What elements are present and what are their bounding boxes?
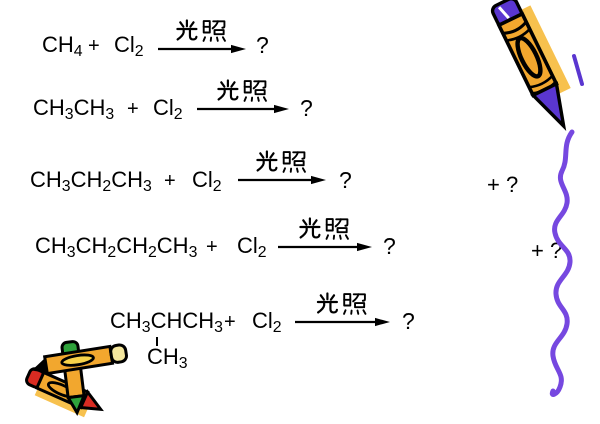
plus-sign: + — [164, 170, 176, 192]
crossed-crayons-icon — [25, 340, 128, 418]
equation-row-1: CH4 + Cl2 ? — [0, 19, 600, 77]
reaction-arrow-guangzhao — [278, 217, 372, 252]
branch-bond-line — [156, 337, 158, 346]
alkane-formula: CH3CH3 — [33, 95, 115, 123]
pointed-crayon-icon — [31, 343, 128, 376]
chlorine-formula: Cl2 — [114, 32, 144, 60]
reaction-arrow-guangzhao — [238, 150, 326, 185]
chlorine-formula: Cl2 — [153, 95, 183, 123]
alkane-formula: CH4 — [42, 32, 83, 60]
alkane-formula: CH3CH2CH2CH3 — [35, 233, 198, 261]
equation-row-4: CH3CH2CH2CH3 + Cl2 ? + ? — [0, 217, 600, 278]
red-crayon-icon — [25, 367, 104, 418]
product-question-mark: ? — [256, 32, 269, 58]
reaction-arrow-guangzhao — [197, 79, 289, 114]
alkane-formula: CH3CHCH3 — [110, 308, 223, 336]
alkane-formula: CH3CH2CH3 — [30, 167, 152, 195]
crayon-drawing-decoration — [490, 0, 584, 397]
plus-sign: + — [224, 311, 236, 333]
chlorine-formula: Cl2 — [192, 167, 222, 195]
chlorine-formula: Cl2 — [252, 308, 282, 336]
equation-row-3: CH3CH2CH3 + Cl2 ? + ? — [0, 150, 600, 212]
plus-sign: + — [88, 35, 100, 57]
reaction-arrow-guangzhao — [295, 292, 390, 327]
chlorine-formula: Cl2 — [237, 233, 267, 261]
wavy-line — [549, 129, 575, 397]
product-question-mark: ? — [383, 233, 396, 259]
crayon-accent-stroke — [572, 54, 584, 86]
product-question-mark: ? — [339, 167, 352, 193]
crayon-icon — [490, 0, 571, 132]
product-question-mark: ? — [402, 308, 415, 334]
branch-methyl-formula: CH3 — [147, 344, 188, 372]
plus-sign: + — [127, 98, 139, 120]
product-question-mark: ? — [300, 95, 313, 121]
equation-row-2: CH3CH3 + Cl2 ? — [0, 79, 600, 140]
reaction-arrow-guangzhao — [158, 19, 246, 54]
plus-sign: + — [206, 236, 218, 258]
equation-row-5: CH3CHCH3 + Cl2 ? CH3 — [0, 292, 600, 379]
second-product-question: + ? — [487, 172, 519, 197]
